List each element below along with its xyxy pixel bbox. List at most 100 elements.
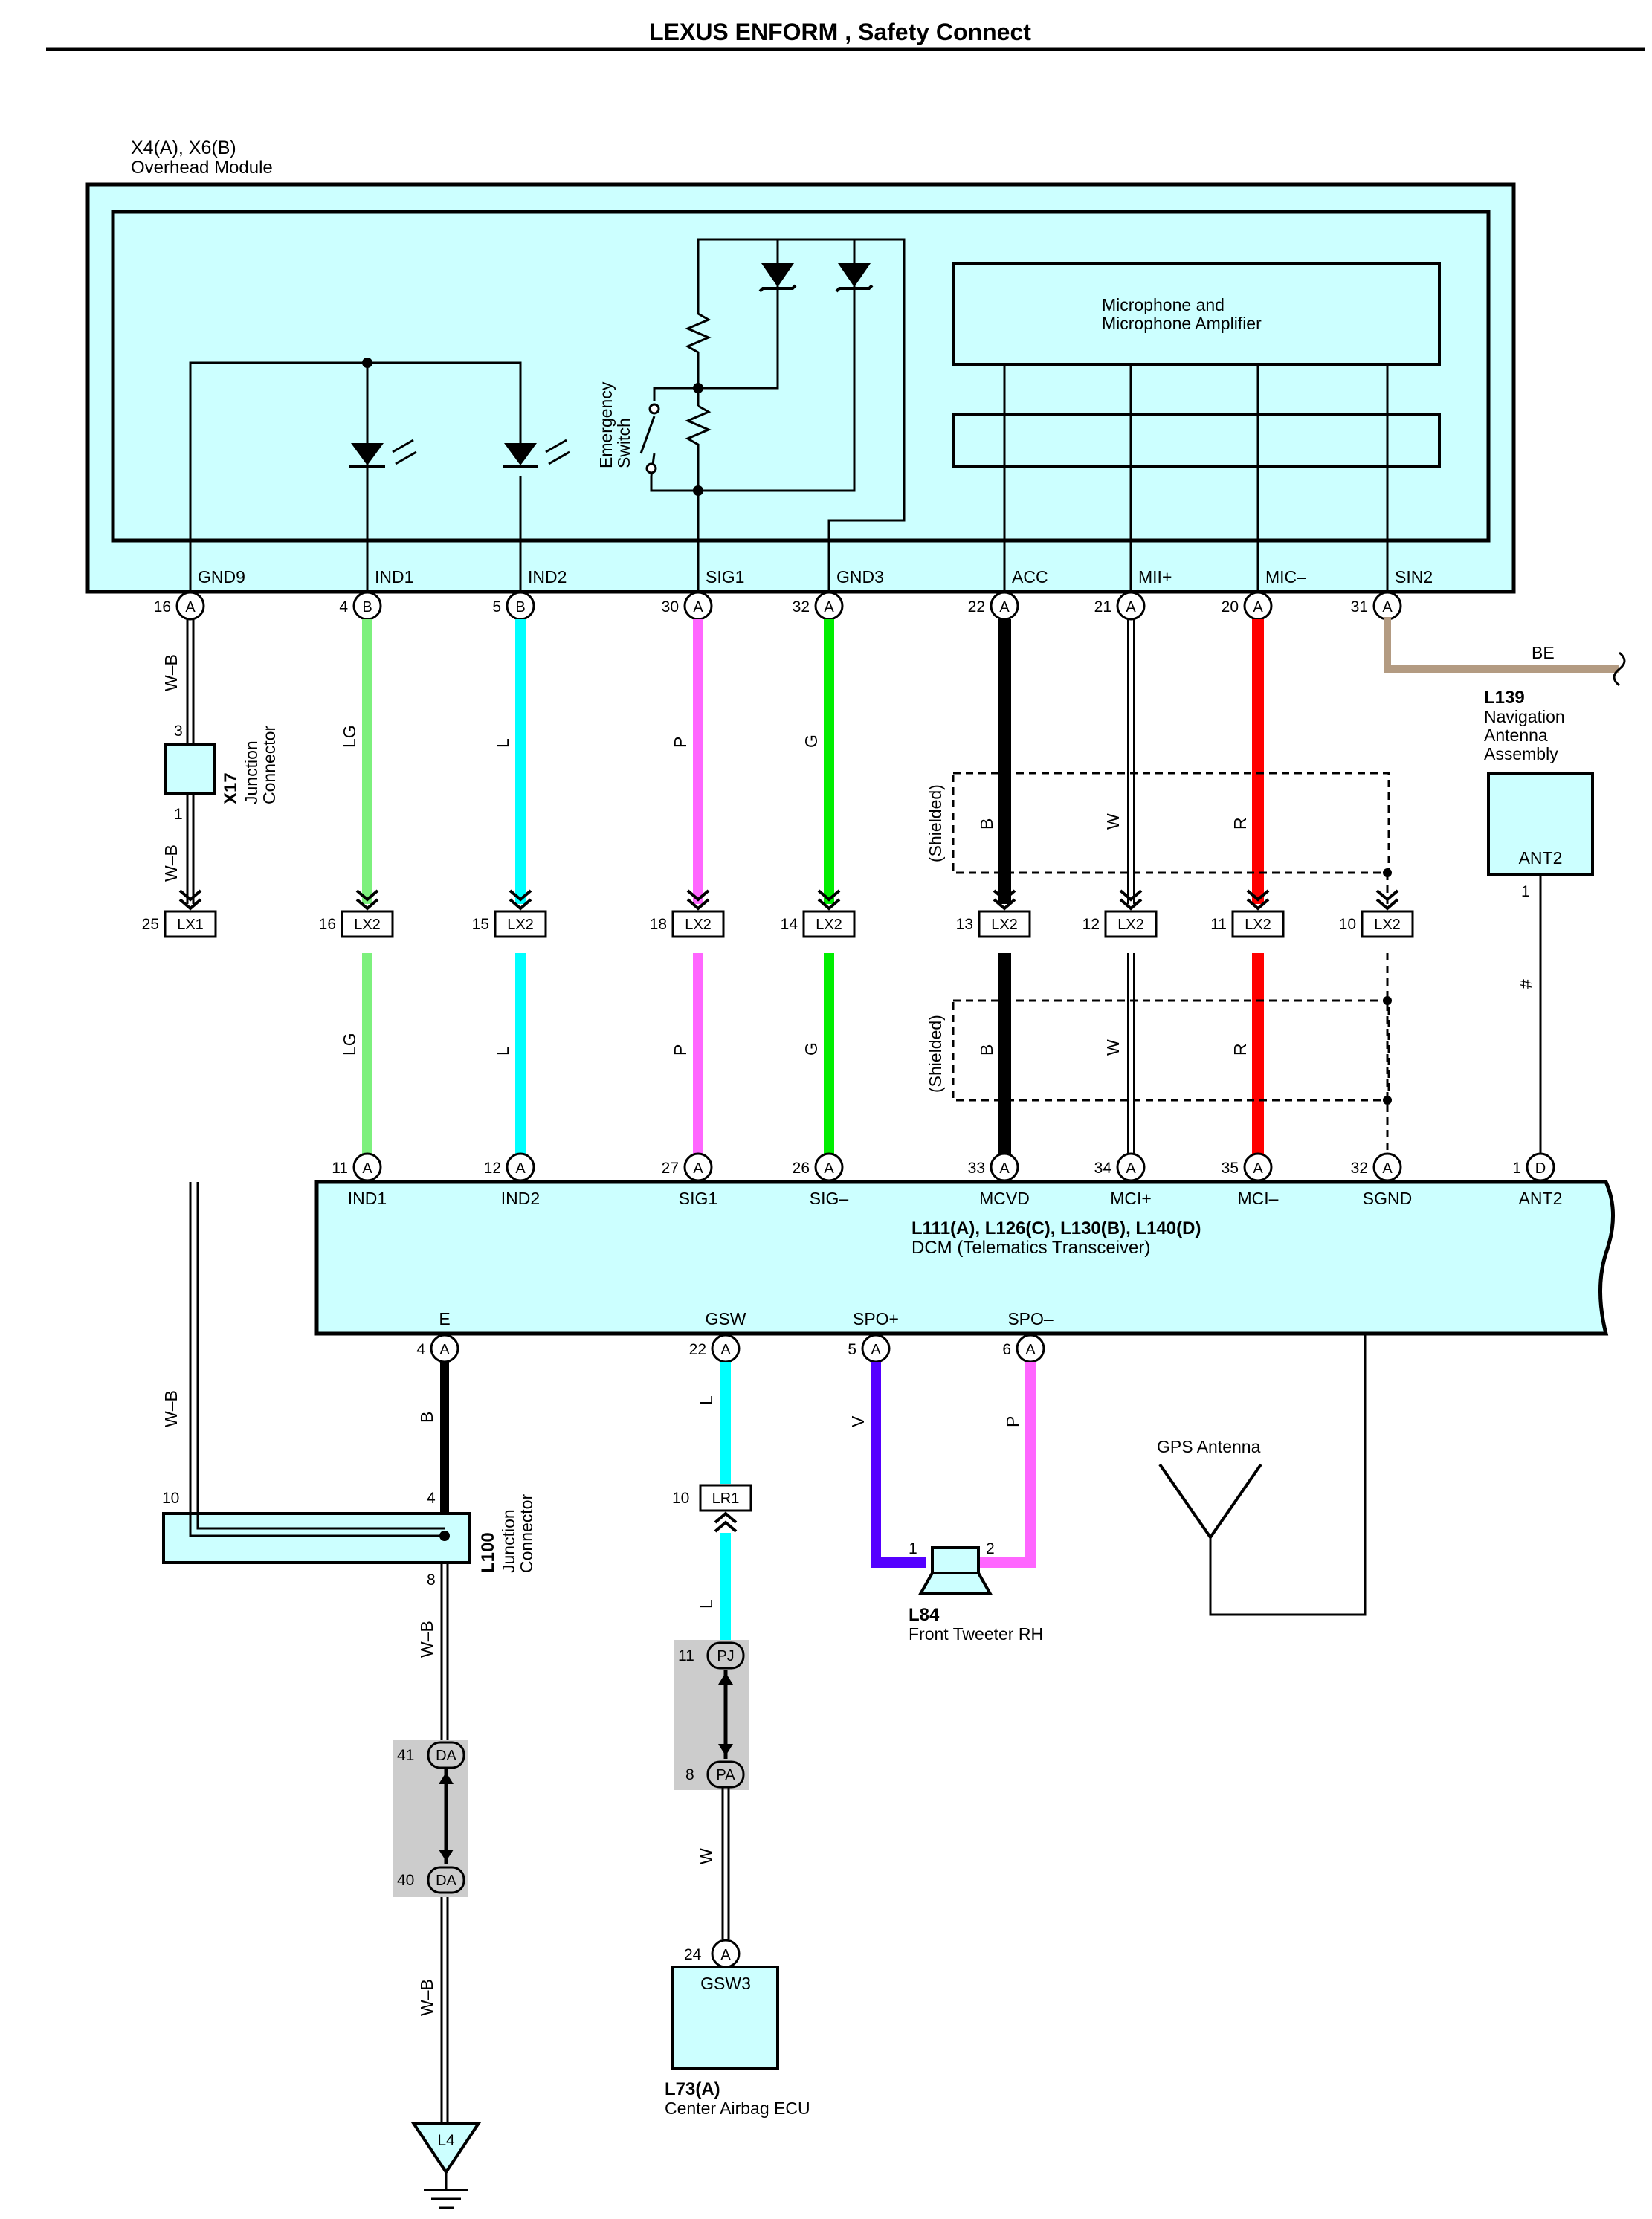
overhead-pin-mii+: A21 xyxy=(1094,591,1146,621)
svg-text:41: 41 xyxy=(397,1747,414,1764)
connector-label: LX1 xyxy=(177,917,204,933)
wire-color-label: P xyxy=(671,737,690,748)
pin-number: 11 xyxy=(1210,916,1227,933)
switch-contact-top xyxy=(648,403,660,415)
pin-number: 15 xyxy=(472,916,489,933)
pin-number: 4 xyxy=(339,598,348,616)
wb-ground-wire xyxy=(440,1563,449,2123)
svg-text:11: 11 xyxy=(678,1647,694,1664)
svg-text:JunctionConnector: JunctionConnector xyxy=(499,1494,536,1573)
terminal-name: MIC– xyxy=(1265,567,1306,587)
svg-text:1: 1 xyxy=(909,1540,917,1557)
svg-text:10: 10 xyxy=(672,1490,689,1507)
connector-label: LX2 xyxy=(991,917,1018,933)
pin-connector-letter: A xyxy=(1253,599,1263,616)
pin-connector-letter: A xyxy=(1126,1160,1136,1177)
pin-number: 34 xyxy=(1094,1160,1112,1177)
pin-number: 26 xyxy=(793,1160,810,1177)
connector-label: LX2 xyxy=(507,917,534,933)
terminal-name: GND9 xyxy=(198,567,245,587)
overhead-pin-gnd3: A32 xyxy=(793,591,844,621)
wire-color-label: P xyxy=(671,1044,690,1056)
svg-text:PJ: PJ xyxy=(717,1648,734,1664)
wire-color-label: V xyxy=(848,1415,868,1427)
terminal-name: SPO– xyxy=(1007,1309,1054,1328)
wire-color-label: G xyxy=(801,1042,821,1056)
pin-connector-letter: A xyxy=(1025,1342,1036,1358)
pin-number: 33 xyxy=(968,1160,985,1177)
svg-text:L4: L4 xyxy=(437,2132,455,2149)
dcm-body xyxy=(314,1180,1615,1336)
wire-color-label: W–B xyxy=(161,1390,181,1427)
wire-spo-minus-p xyxy=(980,1362,1036,1568)
pin-number: 12 xyxy=(484,1160,501,1177)
wire-color-label: L xyxy=(697,1599,716,1609)
pin-connector-letter: A xyxy=(693,1160,703,1177)
led-circuit xyxy=(189,361,522,595)
pin-connector-letter: D xyxy=(1535,1160,1546,1177)
svg-text:8: 8 xyxy=(427,1572,436,1589)
da-top-connector: DA 41 xyxy=(397,1741,465,1769)
pin-number: 4 xyxy=(416,1341,425,1358)
connector-label: LX2 xyxy=(1245,917,1271,933)
terminal-name: SIG1 xyxy=(706,567,744,587)
svg-text:ANT2: ANT2 xyxy=(1519,848,1563,868)
terminal-name: IND1 xyxy=(348,1189,387,1208)
connector-label: LX2 xyxy=(685,917,712,933)
wire-color-label: R xyxy=(1230,817,1250,830)
junction-dot xyxy=(693,485,703,496)
mic-amp-wires xyxy=(1003,364,1389,595)
pin-number: 27 xyxy=(662,1160,679,1177)
led-ind2-icon xyxy=(503,439,570,468)
be-wire: BE xyxy=(1384,617,1626,687)
svg-text:1: 1 xyxy=(1521,883,1530,900)
wire-color-label: R xyxy=(1230,1043,1250,1056)
overhead-pin-gnd9: A16 xyxy=(154,591,205,621)
led-ind1-icon xyxy=(349,439,417,468)
shield-label: (Shielded) xyxy=(926,1015,945,1093)
lx-connector: LX2 15 xyxy=(472,889,547,938)
svg-text:4: 4 xyxy=(427,1490,436,1507)
svg-text:PA: PA xyxy=(716,1767,735,1783)
terminal-name: GND3 xyxy=(836,567,884,587)
pin-connector-letter: A xyxy=(999,1160,1010,1177)
pin-number: 1 xyxy=(1512,1160,1521,1177)
terminal-name: SIN2 xyxy=(1395,567,1433,587)
terminal-name: GSW xyxy=(706,1309,746,1328)
pin-number: 13 xyxy=(956,916,973,933)
wire-color-label: G xyxy=(801,734,821,748)
wire-color-label: B xyxy=(977,818,996,830)
wire-color-label: L xyxy=(493,1046,512,1056)
dcm-pin-ind2: A12 xyxy=(484,1152,535,1182)
pin-connector-letter: B xyxy=(515,599,525,616)
pin-number: 32 xyxy=(793,598,810,616)
pin-number: 21 xyxy=(1094,598,1111,616)
dcm-pin-sig–: A26 xyxy=(793,1152,844,1182)
dcm-terminals: A11IND1A12IND2A27SIG1A26SIG–A33MCVDA34MC… xyxy=(332,1152,1562,1363)
mic-amp-label: Microphone and Microphone Amplifier xyxy=(1102,295,1262,333)
l139-nav-antenna: L139 Navigation Antenna Assembly ANT2 1 … xyxy=(1484,688,1594,1160)
terminal-name: MCVD xyxy=(979,1189,1030,1208)
pin-number: 5 xyxy=(492,598,501,616)
svg-text:L139: L139 xyxy=(1484,688,1525,708)
svg-text:L73(A): L73(A) xyxy=(665,2079,720,2099)
connector-label: LX2 xyxy=(354,917,381,933)
tweeter-icon: 1 2 L84 Front Tweeter RH xyxy=(909,1540,1043,1644)
lr1-connector: LR1 10 xyxy=(672,1484,752,1533)
mic-amp-box xyxy=(952,262,1441,366)
pin-connector-letter: A xyxy=(1253,1160,1263,1177)
overhead-pin-mic–: A20 xyxy=(1222,591,1273,621)
terminal-name: MCI– xyxy=(1238,1189,1279,1208)
pin-number: 32 xyxy=(1351,1160,1368,1177)
connector-label: LX2 xyxy=(1374,917,1401,933)
svg-text:#: # xyxy=(1516,979,1535,989)
svg-text:Center Airbag ECU: Center Airbag ECU xyxy=(665,2099,810,2118)
shield-label: (Shielded) xyxy=(926,784,945,862)
overhead-terminals: GND9A16IND1B4IND2B5SIG1A30GND3A32ACCA22M… xyxy=(154,567,1433,621)
wire-color-label: W–B xyxy=(417,1621,436,1658)
terminal-name: IND2 xyxy=(528,567,567,587)
da-bot-connector: DA 40 xyxy=(397,1866,465,1894)
wire-color-label: W xyxy=(697,1848,716,1864)
